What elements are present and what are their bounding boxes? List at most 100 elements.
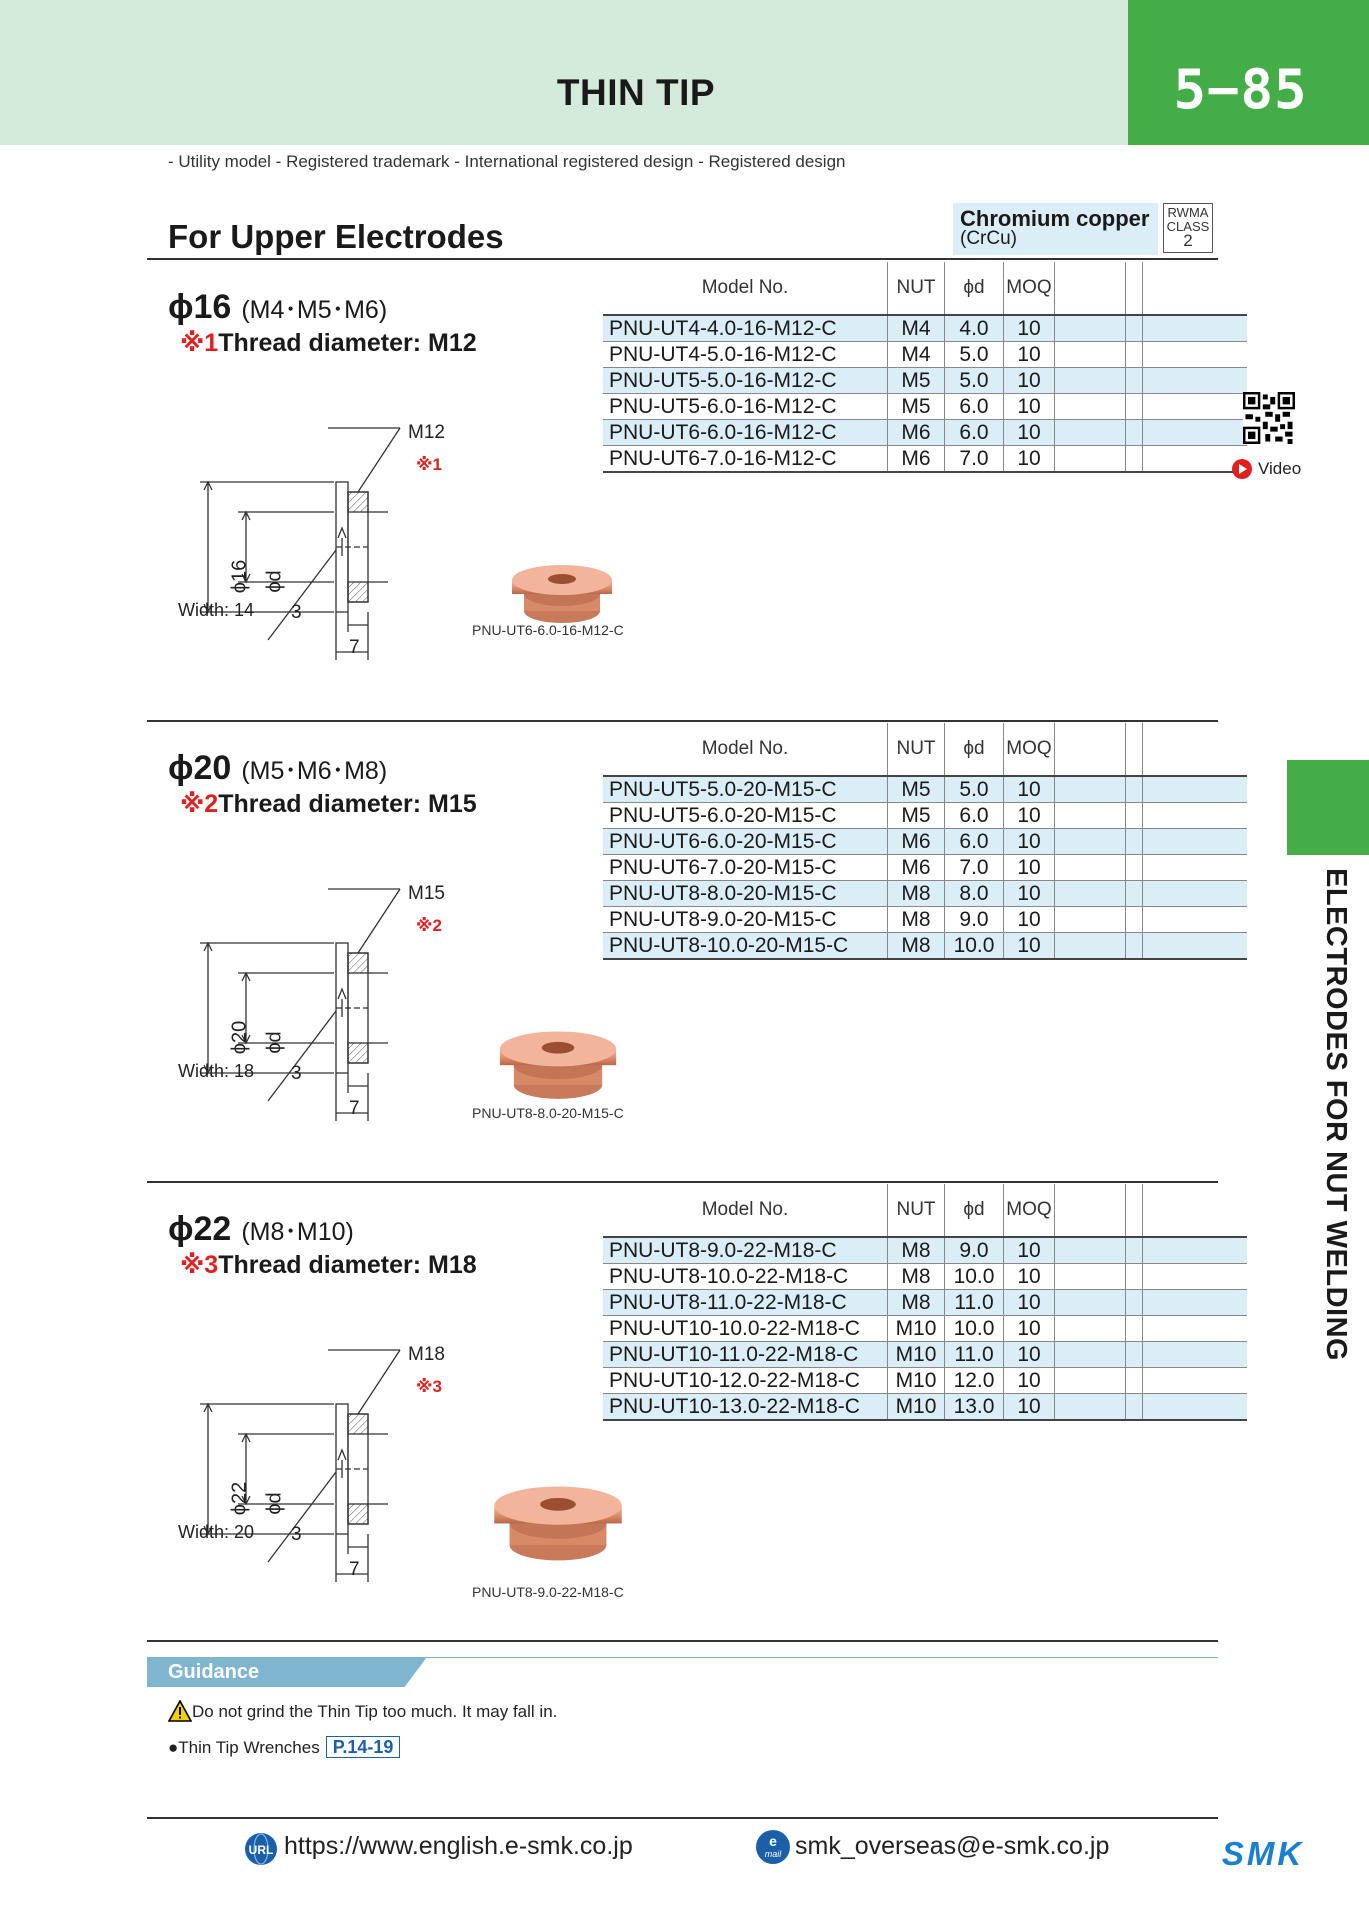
blank-cell — [1125, 393, 1143, 420]
qr-code-icon[interactable] — [1243, 392, 1295, 444]
inner-diameter: 11.0 — [944, 1289, 1004, 1316]
blank-cell — [1142, 854, 1247, 881]
product-photo — [494, 1486, 622, 1561]
nut-size: M8 — [887, 1237, 945, 1264]
model-number: PNU-UT5-6.0-20-M15-C — [603, 802, 888, 829]
moq: 10 — [1003, 393, 1055, 420]
nut-sizes: (M5･M6･M8) — [241, 757, 388, 785]
wrench-page-link[interactable]: P.14-19 — [325, 1736, 401, 1758]
col-blank — [1125, 723, 1143, 777]
inner-diameter: 6.0 — [944, 802, 1004, 829]
photo-caption: PNU-UT8-8.0-20-M15-C — [472, 1105, 624, 1121]
url-icon-text: URL — [249, 1843, 274, 1857]
blank-cell — [1142, 367, 1247, 394]
blank-cell — [1125, 1393, 1143, 1421]
col-model: Model No. — [603, 1184, 888, 1238]
url-globe-icon: URL — [245, 1833, 277, 1865]
nut-size: M8 — [887, 932, 945, 960]
thread-note-mark: ※3 — [416, 1377, 442, 1396]
diameter-label: ϕ20 — [168, 749, 232, 787]
nut-size: M8 — [887, 1263, 945, 1290]
blank-cell — [1125, 367, 1143, 394]
bullet: ● — [168, 1738, 179, 1757]
outer-diameter-label: ϕ22 — [228, 1481, 251, 1516]
blank-cell — [1142, 1315, 1247, 1342]
col-blank — [1142, 723, 1247, 777]
blank-cell — [1142, 1289, 1247, 1316]
model-number: PNU-UT6-6.0-16-M12-C — [603, 419, 888, 446]
col-moq: MOQ — [1003, 1184, 1055, 1238]
blank-cell — [1142, 315, 1247, 342]
guidance-warning-text: Do not grind the Thin Tip too much. It m… — [192, 1702, 558, 1721]
blank-cell — [1054, 880, 1126, 907]
video-play-icon[interactable] — [1231, 458, 1253, 480]
blank-cell — [1054, 445, 1126, 473]
col-dia: ϕd — [944, 262, 1004, 316]
model-number: PNU-UT5-5.0-16-M12-C — [603, 367, 888, 394]
blank-cell — [1142, 341, 1247, 368]
width-label: Width: 18 — [178, 1061, 255, 1081]
blank-cell — [1125, 1341, 1143, 1368]
blank-cell — [1142, 1263, 1247, 1290]
thread-label: M18 — [408, 1344, 445, 1365]
brand-logo-text: SMK — [1222, 1838, 1304, 1868]
nut-size: M6 — [887, 445, 945, 473]
thread-diameter-text: Thread diameter: M18 — [218, 1251, 477, 1279]
photo-caption: PNU-UT6-6.0-16-M12-C — [472, 622, 624, 638]
footer-divider — [147, 1817, 1218, 1819]
dimension-3: 3 — [291, 1524, 302, 1545]
nut-size: M5 — [887, 802, 945, 829]
inner-diameter: 7.0 — [944, 445, 1004, 473]
blank-cell — [1054, 367, 1126, 394]
section-title: For Upper Electrodes — [168, 218, 504, 255]
thread-diameter-text: Thread diameter: M15 — [218, 790, 477, 818]
moq: 10 — [1003, 1367, 1055, 1394]
thread-note: ※1Thread diameter: M12 — [180, 328, 477, 358]
video-link[interactable]: Video — [1258, 459, 1302, 478]
dimension-3: 3 — [291, 1063, 302, 1084]
nut-size: M10 — [887, 1393, 945, 1421]
thread-diameter-text: Thread diameter: M12 — [218, 329, 477, 357]
inner-diameter-label: ϕd — [263, 1031, 286, 1054]
moq: 10 — [1003, 1237, 1055, 1264]
thread-note: ※2Thread diameter: M15 — [180, 789, 477, 819]
email-link[interactable]: smk_overseas@e-smk.co.jp — [795, 1832, 1110, 1860]
model-number: PNU-UT10-13.0-22-M18-C — [603, 1393, 888, 1421]
blank-cell — [1142, 1237, 1247, 1264]
blank-cell — [1054, 1315, 1126, 1342]
col-nut: NUT — [887, 262, 945, 316]
thread-label: M15 — [408, 883, 445, 904]
col-model: Model No. — [603, 723, 888, 777]
blank-cell — [1054, 1289, 1126, 1316]
product-photo — [512, 565, 612, 623]
rwma-line1: RWMA — [1167, 205, 1209, 220]
blank-cell — [1125, 854, 1143, 881]
col-blank — [1054, 723, 1126, 777]
moq: 10 — [1003, 445, 1055, 473]
blank-cell — [1054, 1263, 1126, 1290]
blank-cell — [1054, 854, 1126, 881]
col-moq: MOQ — [1003, 723, 1055, 777]
moq: 10 — [1003, 776, 1055, 803]
section-diameter-title: ϕ22(M8･M10) — [168, 1210, 354, 1249]
technical-drawing — [200, 1349, 401, 1582]
moq: 10 — [1003, 341, 1055, 368]
nut-size: M5 — [887, 776, 945, 803]
warning-triangle-icon — [167, 1699, 193, 1722]
moq: 10 — [1003, 1289, 1055, 1316]
blank-cell — [1125, 445, 1143, 473]
nut-sizes: (M4･M5･M6) — [241, 296, 388, 324]
blank-cell — [1142, 776, 1247, 803]
website-link[interactable]: https://www.english.e-smk.co.jp — [284, 1832, 633, 1860]
guidance-underline — [147, 1657, 1218, 1658]
moq: 10 — [1003, 932, 1055, 960]
